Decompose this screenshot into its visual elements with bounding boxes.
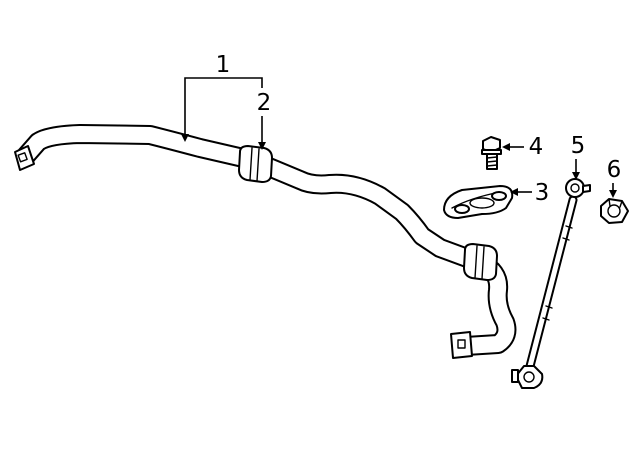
- callout-2-label: 2: [257, 90, 272, 116]
- bushing-bracket: [443, 185, 514, 219]
- callout-4: 4: [502, 134, 543, 160]
- callout-5-label: 5: [571, 133, 586, 159]
- callout-2: 2: [257, 90, 272, 150]
- bracket-bolt: [481, 136, 502, 170]
- callout-1: 1: [181, 52, 263, 142]
- callout-6: 6: [607, 157, 622, 198]
- bushing-left: [238, 145, 273, 183]
- callout-5: 5: [571, 133, 586, 180]
- stabilizer-bar: [16, 124, 517, 356]
- callout-6-label: 6: [607, 157, 622, 183]
- callout-3: 3: [510, 180, 549, 206]
- bar-left-end: [14, 145, 35, 171]
- link-nut: [600, 198, 629, 224]
- callout-4-label: 4: [529, 134, 544, 160]
- callout-1-label: 1: [216, 52, 231, 78]
- bar-right-end: [450, 331, 473, 359]
- callout-3-label: 3: [535, 180, 550, 206]
- stabilizer-link: [511, 178, 591, 389]
- bushing-right: [463, 243, 498, 281]
